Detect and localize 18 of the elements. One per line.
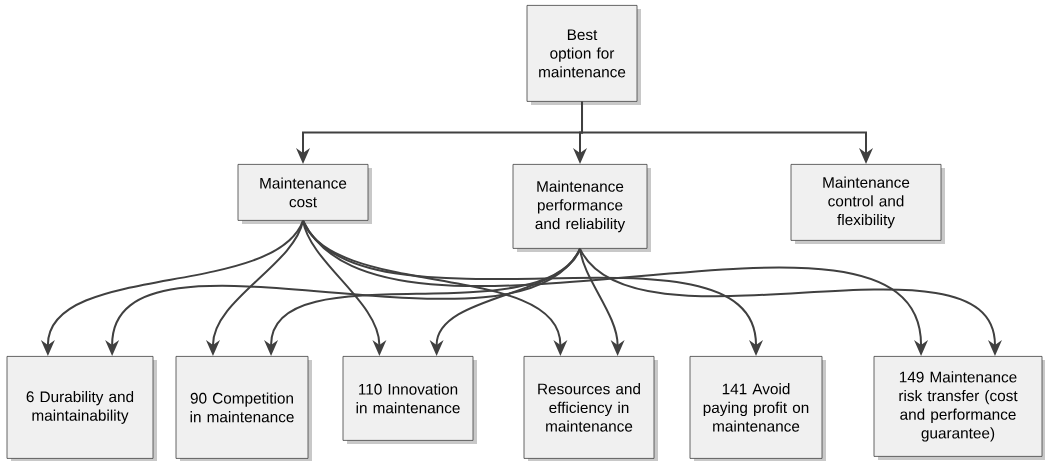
text-box: 90 Competition in maintenance bbox=[175, 356, 312, 461]
text-box: 110 Innovation in maintenance bbox=[342, 356, 477, 444]
text-box: Maintenance cost bbox=[237, 164, 372, 224]
arrow bbox=[429, 247, 581, 356]
arrow bbox=[581, 100, 873, 164]
text-box: Maintenance performance and reliability bbox=[512, 164, 651, 252]
text-box: 149 Maintenance risk transfer (cost and performance guarantee) bbox=[873, 356, 1045, 460]
text-box: 6 Durability and maintainability bbox=[6, 356, 157, 461]
text-box: Resources and efficiency in maintenance bbox=[523, 356, 658, 461]
arrow bbox=[579, 247, 1002, 356]
arrow bbox=[579, 247, 625, 356]
text-box: Best option for maintenance bbox=[526, 5, 641, 105]
text-box: Maintenance control and flexibility bbox=[790, 164, 945, 244]
arrow bbox=[302, 219, 387, 356]
text-box: 141 Avoid paying profit on maintenance bbox=[689, 356, 826, 461]
arrow bbox=[205, 219, 304, 356]
arrow bbox=[302, 219, 929, 356]
arrow bbox=[105, 247, 581, 356]
